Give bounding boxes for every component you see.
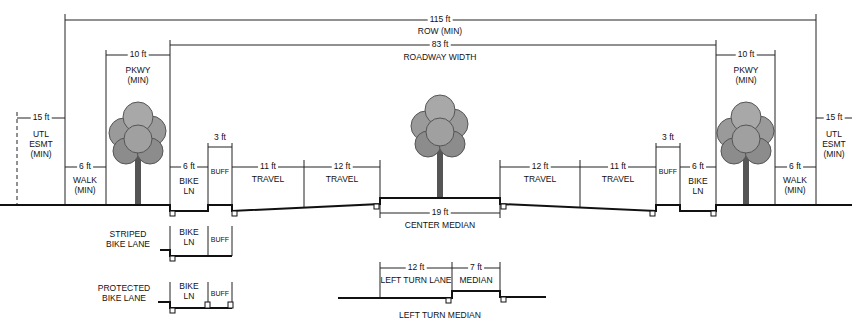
dimension-label: UTL ESMT (MIN) [24,130,58,159]
dimension-label: 7 ft [468,263,484,273]
dimension-label: 12 ft [406,263,427,273]
dimension-label: 3 ft [214,133,226,143]
dimension-label: TRAVEL [326,175,358,185]
dimension-label: BIKE LN [685,177,711,197]
dimension-label: BIKE LN [176,228,202,248]
dimension-label: 19 ft [430,208,451,218]
dimension-label: BUFF [211,168,229,176]
dimension-label: 83 ft [430,40,451,50]
dimension-label: MEDIAN [459,276,492,286]
dimension-label: 11 ft [258,162,278,172]
dimension-label: CENTER MEDIAN [405,221,475,231]
dimension-label: TRAVEL [602,175,634,185]
dimension-label: 6 ft [787,162,803,172]
dimension-label: 11 ft [608,162,628,172]
dimension-label: 115 ft [428,15,453,25]
dimension-label: 6 ft [690,162,706,172]
dimension-label: BIKE LN [176,282,202,302]
dimension-label: 10 ft [736,50,757,60]
dimension-label: 12 ft [332,162,353,172]
ground-profile [0,198,852,308]
curb-gutters [170,204,716,313]
dimension-label: ROW (MIN) [418,27,462,37]
dimension-label: TRAVEL [252,175,284,185]
dimension-label: UTL ESMT (MIN) [819,130,849,159]
dimension-label: ROADWAY WIDTH [403,53,476,63]
dimension-label: WALK (MIN) [68,176,102,196]
dimension-label: 3 ft [662,133,674,143]
dimension-label: BUFF [211,290,229,298]
dimension-label: LEFT TURN MEDIAN [399,311,481,321]
dimension-label: BUFF [211,236,229,244]
dimension-label: 15 ft [824,113,845,123]
dimension-label: 10 ft [128,50,149,60]
dimension-label: 6 ft [181,162,197,172]
dimension-label: PKWY (MIN) [728,66,764,86]
dimension-label: PKWY (MIN) [120,66,156,86]
dimension-label: TRAVEL [524,175,556,185]
dimension-label: 15 ft [31,113,52,123]
dimension-label: LEFT TURN LANE [380,276,451,286]
trees [109,95,774,205]
dimension-lines [17,14,852,308]
dimension-label: 12 ft [530,162,551,172]
dimension-label: PROTECTED BIKE LANE [93,284,155,304]
dimension-label: STRIPED BIKE LANE [99,230,157,250]
dimension-label: BIKE LN [176,177,202,197]
dimension-label: 6 ft [77,162,93,172]
dimension-label: WALK (MIN) [778,176,812,196]
dimension-label: BUFF [659,168,677,176]
